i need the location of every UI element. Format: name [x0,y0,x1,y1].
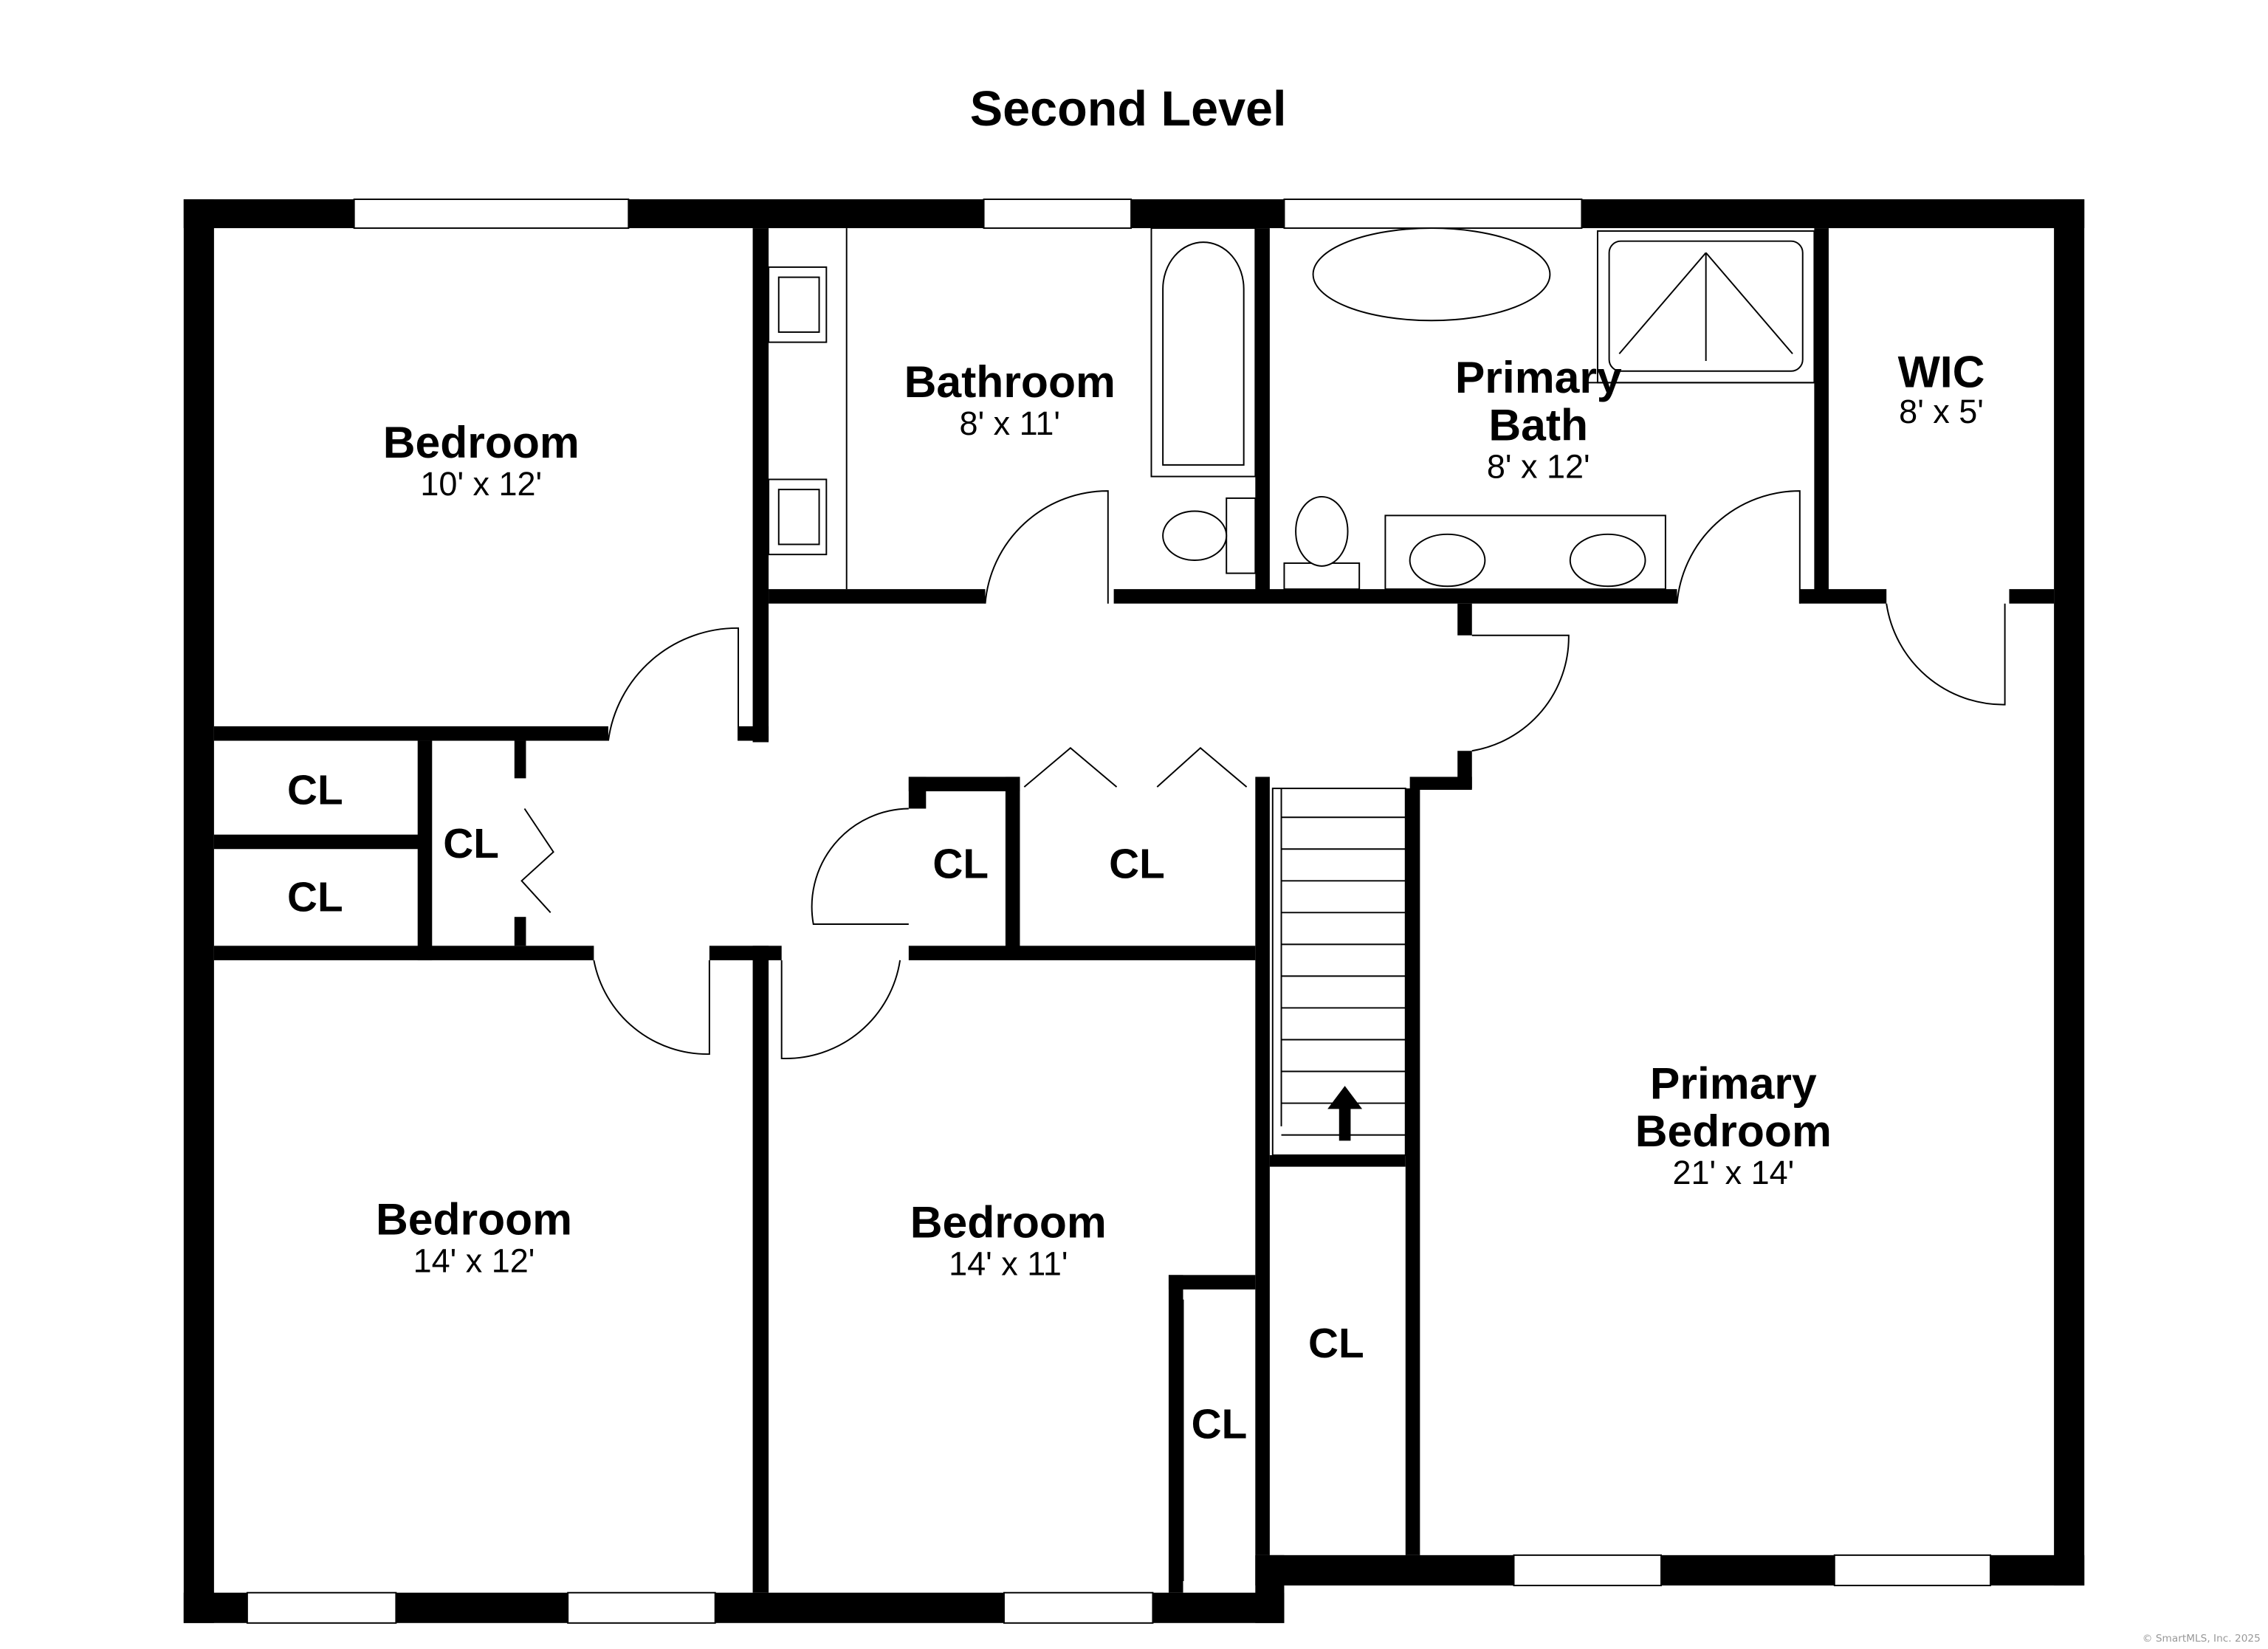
room-bedroom-1-dims: 10' x 12' [420,465,542,503]
windows [246,198,1992,1624]
room-primary-bath-name-1: Primary [1455,352,1622,402]
room-bedroom-3-dims: 14' x 11' [949,1245,1068,1282]
room-primary-bedroom-name-1: Primary [1650,1058,1817,1109]
room-wic-dims: 8' x 5' [1899,393,1984,430]
room-bedroom-3-name: Bedroom [910,1197,1107,1247]
closet-label: CL [932,841,989,887]
closet-label: CL [287,874,343,920]
closet-label: CL [1308,1321,1364,1367]
plan-title: Second Level [970,82,1287,137]
closet-label: CL [1192,1401,1248,1447]
room-primary-bedroom-name-2: Bedroom [1635,1106,1832,1156]
room-bedroom-2-name: Bedroom [376,1194,572,1245]
staircase [1271,788,1406,1156]
walls [183,199,2085,1623]
room-bedroom-2-dims: 14' x 12' [413,1242,535,1279]
fixtures [768,227,1815,591]
room-labels: Bedroom 10' x 12' Bathroom 8' x 11' Prim… [287,346,1984,1447]
room-primary-bedroom-dims: 21' x 14' [1672,1154,1794,1191]
arrow-up-icon [1327,1086,1363,1141]
watermark: © SmartMLS, Inc. 2025 [2142,1633,2261,1645]
room-primary-bath-name-2: Bath [1488,400,1588,450]
closet-label: CL [287,768,343,814]
doors [233,490,2006,1582]
room-wic-name: WIC [1898,346,1985,396]
closet-label: CL [443,821,499,867]
closet-label: CL [1109,841,1165,887]
room-bathroom-name: Bathroom [904,357,1116,407]
room-primary-bath-dims: 8' x 12' [1487,448,1590,486]
room-bedroom-1-name: Bedroom [383,417,580,467]
room-bathroom-dims: 8' x 11' [960,404,1060,442]
